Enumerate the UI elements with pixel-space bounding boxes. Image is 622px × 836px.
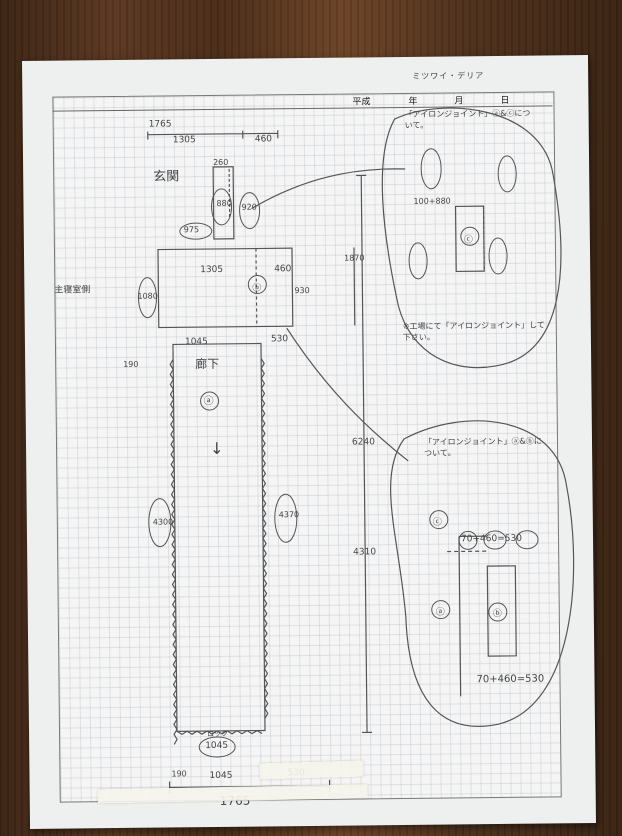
note2-sum-bottom: 70+460=530 — [476, 673, 545, 686]
note1-sum: 100+880 — [413, 196, 451, 206]
dim-1080: 1080 — [137, 291, 158, 301]
note2-room-c: ⓒ — [432, 517, 442, 528]
dim-top-narrow: 260 — [213, 157, 229, 167]
note1-instruction: ※工場にて「アイロンジョイント」して下さい。 — [402, 320, 545, 343]
dim-4310: 4310 — [353, 547, 377, 558]
masking-tape-right — [259, 760, 364, 780]
dim-1045-top: 1045 — [184, 337, 208, 348]
dim-975: 975 — [183, 225, 200, 235]
note2-sum-top: 70+460=530 — [460, 533, 522, 545]
note2-room-a: ⓐ — [435, 607, 445, 618]
entrance-label: 玄関 — [153, 169, 180, 185]
dim-1045-bottom: 1045 — [205, 740, 229, 752]
bedroom-side-label: 主寝室側 — [54, 285, 91, 296]
dim-460-a: 460 — [274, 264, 292, 275]
dim-top-total: 1765 — [148, 119, 172, 130]
dim-1305: 1305 — [200, 264, 224, 276]
dim-top-left: 1305 — [172, 135, 196, 146]
dim-930: 930 — [294, 285, 310, 296]
dim-6240: 6240 — [351, 437, 375, 448]
room-a-plan: ⓐ — [203, 395, 214, 408]
floor-plan-drawing — [137, 107, 575, 794]
flow-arrow-hall: ↓ — [209, 438, 224, 459]
bottom-1045: 1045 — [209, 770, 233, 782]
lock-label: ロック — [207, 729, 229, 739]
dim-4300: 4300 — [152, 517, 174, 527]
note1-title: 「アイロンジョイント」ⓐ&ⓒについて。 — [404, 108, 531, 130]
hallway-label: 廊下 — [195, 356, 220, 372]
dim-920: 920 — [241, 202, 257, 212]
bottom-190: 190 — [171, 769, 187, 779]
note1-room-c: ⓒ — [463, 235, 473, 246]
dim-880: 880 — [216, 198, 232, 208]
dim-530-top: 530 — [270, 334, 289, 345]
dim-1870: 1870 — [344, 253, 365, 263]
dim-4370: 4370 — [278, 510, 300, 520]
note2-room-b: ⓑ — [492, 608, 502, 620]
note2-title: 「アイロンジョイント」ⓐ&ⓑについて。 — [423, 436, 542, 458]
dim-190: 190 — [123, 359, 139, 369]
floor-plan-sheet: ミツワイ・デリア 平成 年 月 日 — [21, 55, 597, 829]
room-b-top: ⓑ — [252, 283, 262, 294]
dim-top-right: 460 — [254, 134, 273, 145]
